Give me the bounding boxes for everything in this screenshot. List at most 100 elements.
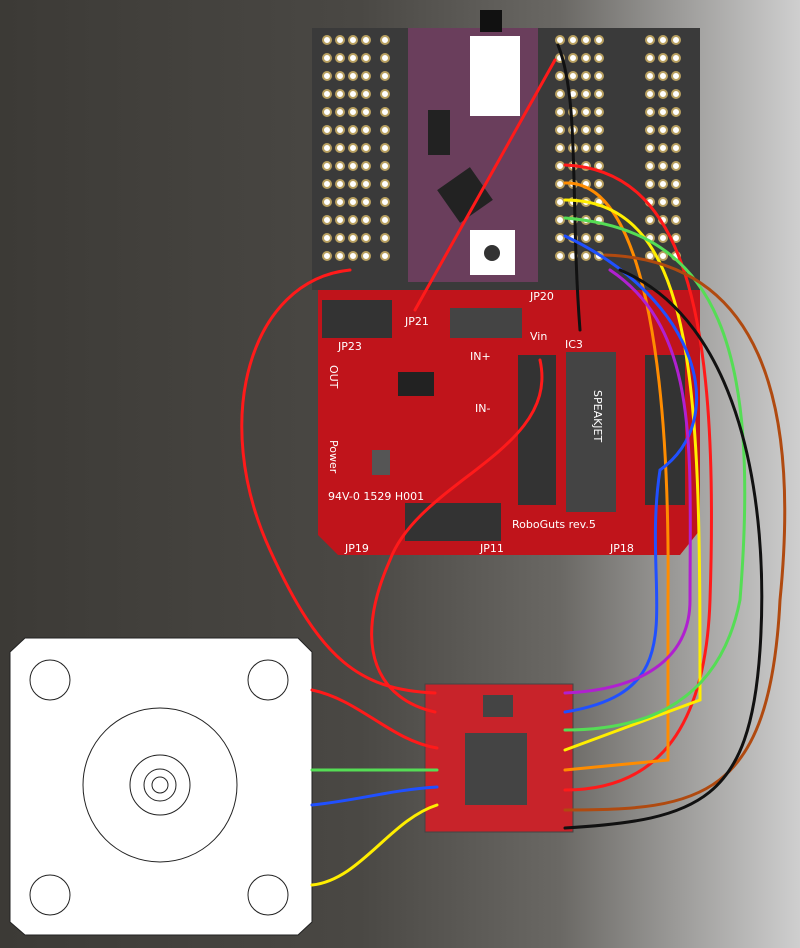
- proto-hole: [335, 233, 345, 243]
- proto-hole: [645, 215, 655, 225]
- proto-hole: [348, 251, 358, 261]
- proto-hole: [335, 107, 345, 117]
- proto-hole: [671, 71, 681, 81]
- proto-hole: [594, 179, 604, 189]
- proto-hole: [322, 89, 332, 99]
- proto-hole: [671, 107, 681, 117]
- proto-hole: [581, 107, 591, 117]
- proto-hole: [581, 233, 591, 243]
- proto-hole: [322, 125, 332, 135]
- label-ic3: IC3: [565, 338, 583, 351]
- proto-hole: [594, 107, 604, 117]
- proto-hole: [645, 35, 655, 45]
- proto-hole: [645, 179, 655, 189]
- label-jp21: JP21: [404, 315, 429, 328]
- label-in-plus: IN+: [470, 350, 491, 363]
- proto-hole: [380, 215, 390, 225]
- proto-hole: [348, 53, 358, 63]
- proto-hole: [335, 125, 345, 135]
- proto-hole: [671, 125, 681, 135]
- proto-hole: [645, 89, 655, 99]
- proto-hole: [322, 215, 332, 225]
- proto-hole: [581, 251, 591, 261]
- proto-hole: [645, 53, 655, 63]
- proto-hole: [658, 107, 668, 117]
- proto-hole: [645, 71, 655, 81]
- proto-hole: [555, 71, 565, 81]
- proto-hole: [594, 71, 604, 81]
- proto-hole: [348, 233, 358, 243]
- proto-hole: [568, 35, 578, 45]
- proto-hole: [568, 71, 578, 81]
- label-jp11: JP11: [479, 542, 504, 555]
- module-header: [470, 36, 520, 116]
- proto-hole: [645, 107, 655, 117]
- proto-hole: [361, 197, 371, 207]
- proto-hole: [380, 143, 390, 153]
- proto-hole: [658, 233, 668, 243]
- proto-hole: [671, 179, 681, 189]
- proto-hole: [581, 89, 591, 99]
- proto-hole: [335, 89, 345, 99]
- proto-hole: [380, 251, 390, 261]
- proto-hole: [361, 107, 371, 117]
- proto-hole: [322, 233, 332, 243]
- proto-hole: [335, 251, 345, 261]
- proto-hole: [658, 143, 668, 153]
- proto-hole: [581, 53, 591, 63]
- proto-hole: [555, 125, 565, 135]
- header-jp-left: [518, 355, 556, 505]
- proto-hole: [335, 161, 345, 171]
- proto-hole: [658, 161, 668, 171]
- header-jp23: [322, 300, 392, 338]
- proto-hole: [322, 251, 332, 261]
- proto-hole: [671, 35, 681, 45]
- proto-hole: [361, 251, 371, 261]
- proto-hole: [335, 215, 345, 225]
- proto-hole: [335, 35, 345, 45]
- proto-hole: [594, 89, 604, 99]
- proto-hole: [348, 125, 358, 135]
- label-jp20: JP20: [529, 290, 554, 303]
- proto-hole: [555, 197, 565, 207]
- proto-hole: [581, 143, 591, 153]
- proto-hole: [555, 143, 565, 153]
- proto-hole: [361, 179, 371, 189]
- stepper-motor: [9, 637, 313, 936]
- label-jp18: JP18: [609, 542, 634, 555]
- proto-hole: [380, 107, 390, 117]
- proto-hole: [658, 71, 668, 81]
- proto-hole: [581, 125, 591, 135]
- chip-label: SPEAKJET: [591, 390, 604, 442]
- proto-hole: [361, 71, 371, 81]
- proto-hole: [322, 53, 332, 63]
- proto-hole: [322, 71, 332, 81]
- proto-hole: [348, 215, 358, 225]
- driver-chip: [465, 733, 527, 805]
- label-power: Power: [327, 440, 340, 474]
- label-jp19: JP19: [344, 542, 369, 555]
- speakjet-chip: [566, 352, 616, 512]
- proto-hole: [555, 89, 565, 99]
- proto-hole: [645, 161, 655, 171]
- header-jp11: [405, 503, 501, 541]
- proto-hole: [380, 71, 390, 81]
- proto-hole: [671, 161, 681, 171]
- proto-hole: [645, 125, 655, 135]
- label-vin: Vin: [530, 330, 547, 343]
- proto-hole: [645, 143, 655, 153]
- motor-boss: [82, 707, 238, 863]
- proto-hole: [380, 35, 390, 45]
- proto-hole: [671, 197, 681, 207]
- proto-hole: [348, 179, 358, 189]
- proto-hole: [348, 197, 358, 207]
- proto-hole: [322, 143, 332, 153]
- proto-hole: [361, 89, 371, 99]
- proto-hole: [335, 143, 345, 153]
- proto-hole: [380, 233, 390, 243]
- proto-hole: [658, 179, 668, 189]
- proto-hole: [658, 89, 668, 99]
- proto-hole: [361, 35, 371, 45]
- proto-hole: [361, 143, 371, 153]
